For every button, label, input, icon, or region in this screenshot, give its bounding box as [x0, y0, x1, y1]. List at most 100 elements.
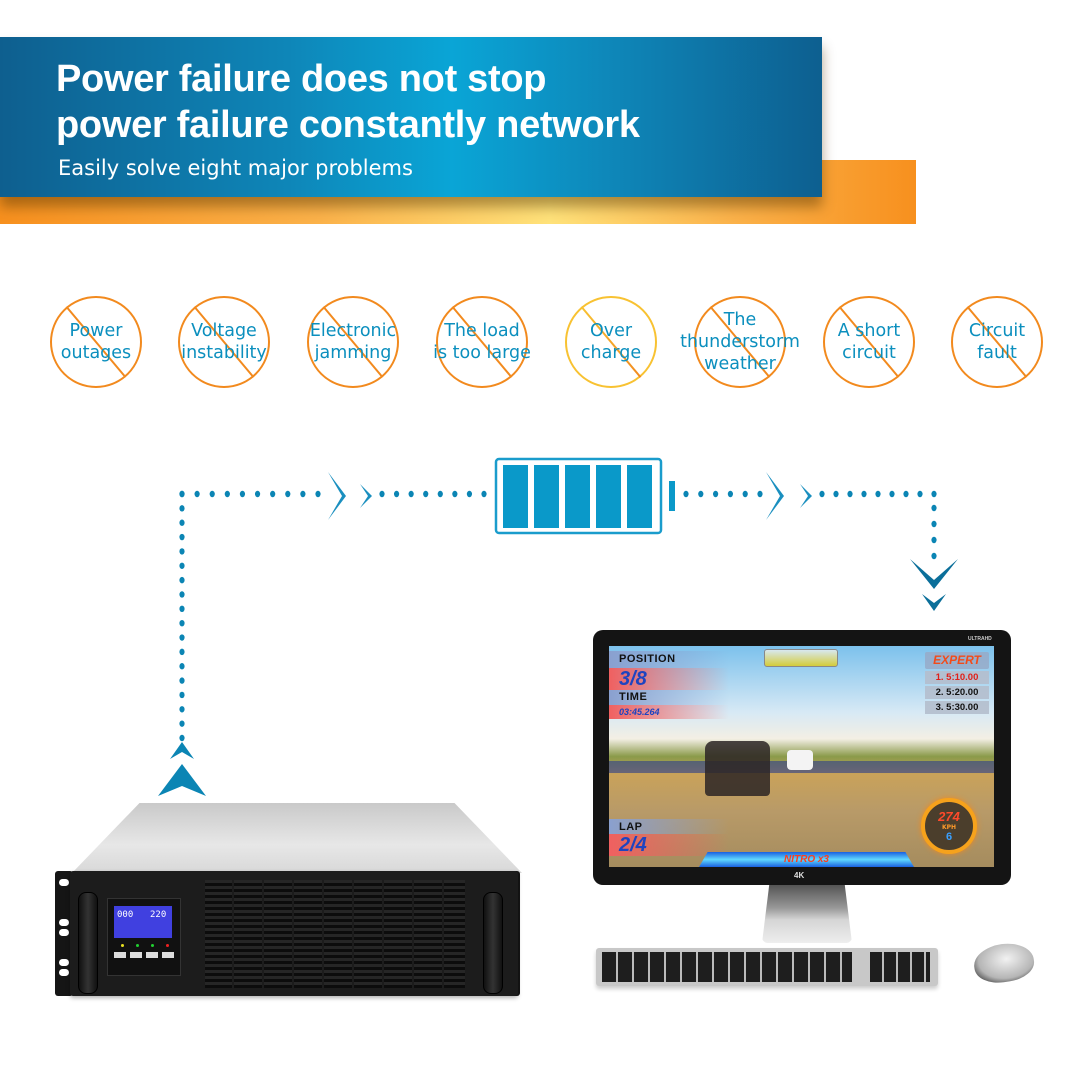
ultrahd-badge: ULTRAHD: [968, 636, 992, 642]
problem-thunderstorm-weather: The thunderstorm weather: [680, 296, 800, 388]
monitor-screen-racing-game: POSITION 3/8 TIME 03:45.264 LAP 2/4 EXPE…: [609, 646, 994, 867]
lcd-output-reading: 220: [150, 910, 167, 920]
hud-difficulty: EXPERT: [925, 652, 989, 669]
hud-bar: [609, 668, 729, 690]
led-red: [166, 944, 169, 947]
ups-lcd-display: 000 220: [114, 906, 172, 938]
monitor-stand: [762, 885, 852, 943]
problem-short-circuit: A short circuit: [823, 296, 915, 388]
ups-power-button[interactable]: [114, 952, 126, 958]
problem-circuit-fault: Circuit fault: [951, 296, 1043, 388]
lcd-input-reading: 000: [117, 910, 134, 920]
problem-label: Circuit fault: [968, 321, 1026, 363]
keyboard-main-keys: [602, 952, 852, 982]
hud-time-value: 03:45.264: [619, 707, 660, 717]
flow-dot: [270, 490, 276, 498]
flow-dot: [224, 490, 230, 498]
hud-lap-value: 2/4: [619, 834, 647, 856]
flow-dot: [179, 734, 185, 742]
flow-dot: [254, 490, 261, 498]
problem-label: The load is too large: [433, 321, 531, 363]
headline: Power failure does not stop power failur…: [56, 56, 640, 148]
vent-divider: [412, 880, 414, 988]
vent-divider: [382, 880, 384, 988]
flow-dot: [315, 490, 321, 498]
flow-dot: [861, 490, 867, 498]
ups-vent-grille: [205, 880, 465, 988]
flow-dot: [179, 490, 185, 498]
flow-dot: [179, 619, 185, 627]
speed-unit: KPH: [941, 824, 957, 831]
led-green: [136, 944, 139, 947]
problem-over-charge: Over charge: [565, 296, 657, 388]
flow-dot: [179, 648, 185, 656]
hud-ranking-2: 2. 5:20.00: [925, 686, 989, 699]
ups-test-button[interactable]: [130, 952, 142, 958]
chevron-right-icon: [360, 484, 372, 508]
chevron-up-icon: [158, 764, 206, 796]
flow-dot: [931, 552, 937, 560]
led-yellow: [121, 944, 124, 947]
ups-handle-left: [78, 892, 98, 994]
flow-dot: [209, 490, 215, 498]
flow-dot: [194, 490, 200, 498]
flow-dot: [379, 490, 385, 498]
speed-value: 274: [938, 809, 960, 824]
problem-label: A short circuit: [837, 321, 901, 363]
flow-dot: [300, 490, 306, 498]
vent-divider: [352, 880, 354, 988]
flow-dot: [466, 490, 473, 498]
flow-dot: [179, 663, 185, 670]
hud-position-value: 3/8: [619, 668, 647, 690]
dotted-path-left: [179, 490, 937, 742]
flow-dot: [903, 490, 909, 498]
flow-dot: [179, 691, 185, 699]
flow-dot: [452, 490, 458, 498]
car-dark: [705, 741, 770, 796]
hud-ranking-1: 1. 5:10.00: [925, 671, 989, 684]
chevron-right-icon: [766, 472, 784, 520]
flow-dot: [179, 605, 185, 613]
hud-bar: [609, 705, 729, 719]
flow-dot: [179, 591, 185, 598]
flow-dot: [408, 490, 414, 498]
flow-dot: [931, 520, 937, 528]
flow-dot: [727, 490, 734, 498]
hud-nitro-bar: NITRO x3: [699, 852, 914, 867]
rack-ear-left: [55, 871, 73, 996]
ups-top-cover: [72, 803, 522, 873]
flow-dot: [875, 490, 881, 498]
problem-power-outages: Power outages: [50, 296, 142, 388]
chevron-down-icon: [910, 559, 958, 589]
flow-dot: [393, 490, 400, 498]
problem-label: Over charge: [580, 321, 642, 363]
flow-dot: [931, 536, 937, 544]
problem-label: The thunderstorm weather: [680, 310, 800, 374]
flow-dot: [847, 490, 853, 498]
flow-dot: [179, 548, 185, 555]
flow-dot: [833, 490, 839, 498]
flow-dot: [179, 505, 185, 512]
chevron-up-icon: [170, 742, 194, 759]
race-minimap: [764, 649, 838, 667]
headline-line-2: power failure constantly network: [56, 104, 640, 146]
flow-dot: [889, 490, 895, 498]
flow-dot: [179, 720, 185, 727]
flow-dot: [179, 677, 185, 684]
headline-line-1: Power failure does not stop: [56, 58, 547, 100]
vent-divider: [292, 880, 294, 988]
ups-select-button[interactable]: [146, 952, 158, 958]
flow-dot: [931, 504, 937, 512]
vent-divider: [442, 880, 444, 988]
4k-badge: 4K: [794, 871, 805, 880]
flow-dot: [437, 490, 443, 498]
flow-dot: [481, 490, 487, 498]
chevron-right-icon: [328, 472, 346, 520]
battery-full-icon: [494, 457, 675, 535]
flow-dot: [819, 490, 825, 498]
vent-divider: [322, 880, 324, 988]
ups-enter-button[interactable]: [162, 952, 174, 958]
vent-divider: [232, 880, 234, 988]
flow-dot: [757, 490, 763, 498]
chevron-down-icon: [922, 594, 946, 611]
